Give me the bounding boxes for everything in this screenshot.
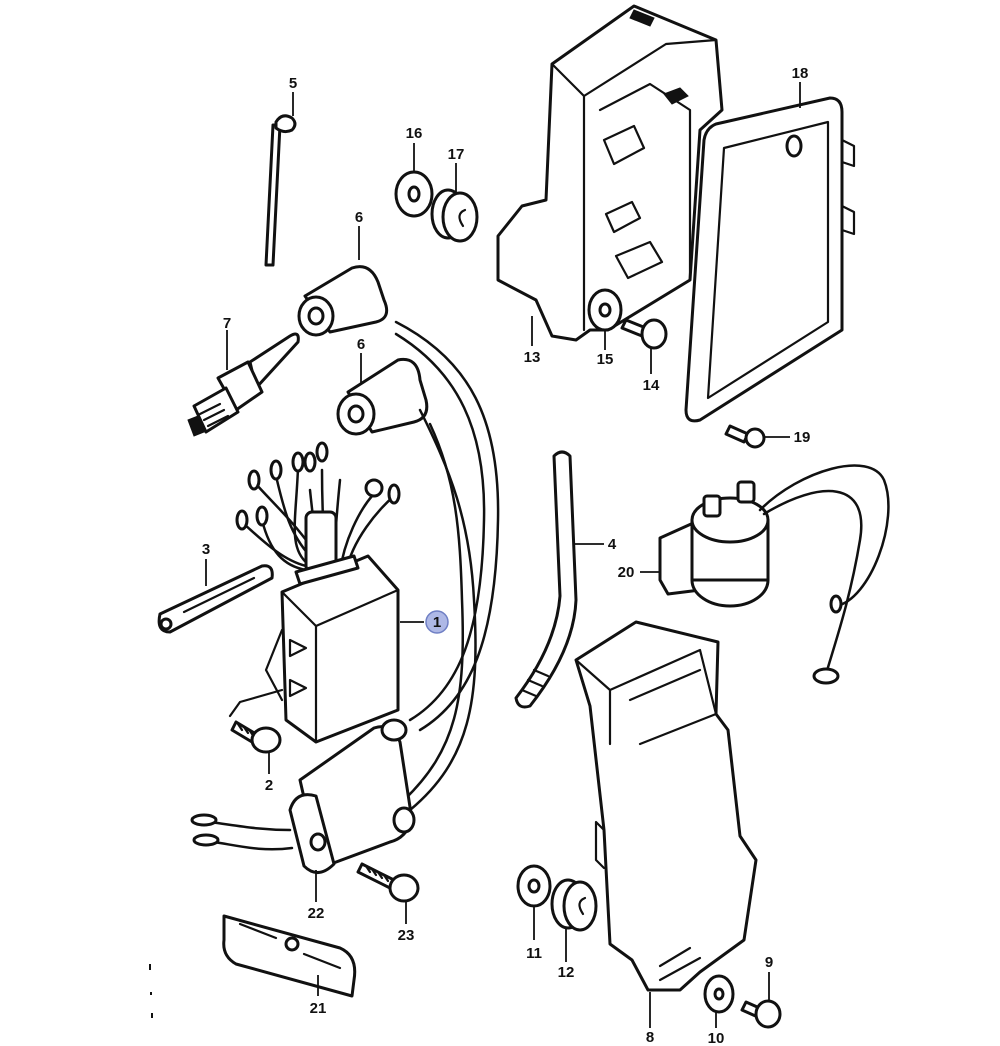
high-tension-cords xyxy=(394,320,500,812)
callout-14[interactable]: 14 xyxy=(643,377,660,394)
callout-22[interactable]: 22 xyxy=(308,905,325,922)
callout-19[interactable]: 19 xyxy=(794,429,811,446)
part-15-washer[interactable] xyxy=(587,288,623,332)
part-6-plug-cap-upper[interactable] xyxy=(297,265,389,337)
cdi-harness xyxy=(235,441,401,574)
part-19-screw[interactable] xyxy=(724,424,766,449)
callout-15[interactable]: 15 xyxy=(597,351,614,368)
callout-17[interactable]: 17 xyxy=(448,146,465,163)
callout-1-highlight xyxy=(425,610,449,634)
part-18-box-cover[interactable] xyxy=(684,96,856,423)
callout-23[interactable]: 23 xyxy=(398,927,415,944)
part-23-bolt[interactable] xyxy=(356,862,420,903)
callout-13[interactable]: 13 xyxy=(524,349,541,366)
part-22-ignition-coil[interactable] xyxy=(190,718,416,874)
part-7-spark-plug[interactable] xyxy=(187,332,300,437)
part-9-bolt[interactable] xyxy=(740,999,782,1029)
part-8-bracket-housing[interactable] xyxy=(574,620,758,992)
part-2-bolt[interactable] xyxy=(230,720,282,754)
callout-6-lower[interactable]: 6 xyxy=(357,336,365,353)
scan-marks xyxy=(149,964,153,1018)
callout-7[interactable]: 7 xyxy=(223,315,231,332)
callout-5[interactable]: 5 xyxy=(289,75,297,92)
part-16-washer[interactable] xyxy=(394,170,434,218)
part-1-cdi-unit[interactable] xyxy=(264,554,400,744)
part-20-starter-relay[interactable] xyxy=(658,464,890,685)
part-6-plug-cap-lower[interactable] xyxy=(336,357,429,436)
callout-12[interactable]: 12 xyxy=(558,964,575,981)
callout-1[interactable]: 1 xyxy=(433,614,441,631)
callout-11[interactable]: 11 xyxy=(526,945,542,962)
callout-9[interactable]: 9 xyxy=(765,954,773,971)
callout-3[interactable]: 3 xyxy=(202,541,210,558)
part-10-washer[interactable] xyxy=(703,974,735,1014)
callout-10[interactable]: 10 xyxy=(708,1030,725,1046)
callout-16[interactable]: 16 xyxy=(406,125,423,142)
callout-20[interactable]: 20 xyxy=(618,564,635,581)
part-17-grommet[interactable] xyxy=(430,188,479,243)
callout-4[interactable]: 4 xyxy=(608,536,617,553)
part-3-bracket[interactable] xyxy=(157,564,274,634)
part-13-electric-box[interactable] xyxy=(496,4,724,342)
callout-2[interactable]: 2 xyxy=(265,777,273,794)
part-5-cable-tie[interactable] xyxy=(264,114,297,267)
callout-18[interactable]: 18 xyxy=(792,65,809,82)
callout-labels: 1 2 3 4 5 6 6 7 8 9 10 11 12 13 14 15 16… xyxy=(202,65,811,1046)
part-14-bolt[interactable] xyxy=(620,318,668,350)
part-4-tube[interactable] xyxy=(514,450,578,709)
callout-21[interactable]: 21 xyxy=(310,1000,327,1017)
part-21-plate[interactable] xyxy=(222,914,357,998)
callout-6-upper[interactable]: 6 xyxy=(355,209,363,226)
part-11-washer[interactable] xyxy=(516,864,552,908)
callout-8[interactable]: 8 xyxy=(646,1029,654,1046)
part-12-grommet[interactable] xyxy=(550,878,598,932)
